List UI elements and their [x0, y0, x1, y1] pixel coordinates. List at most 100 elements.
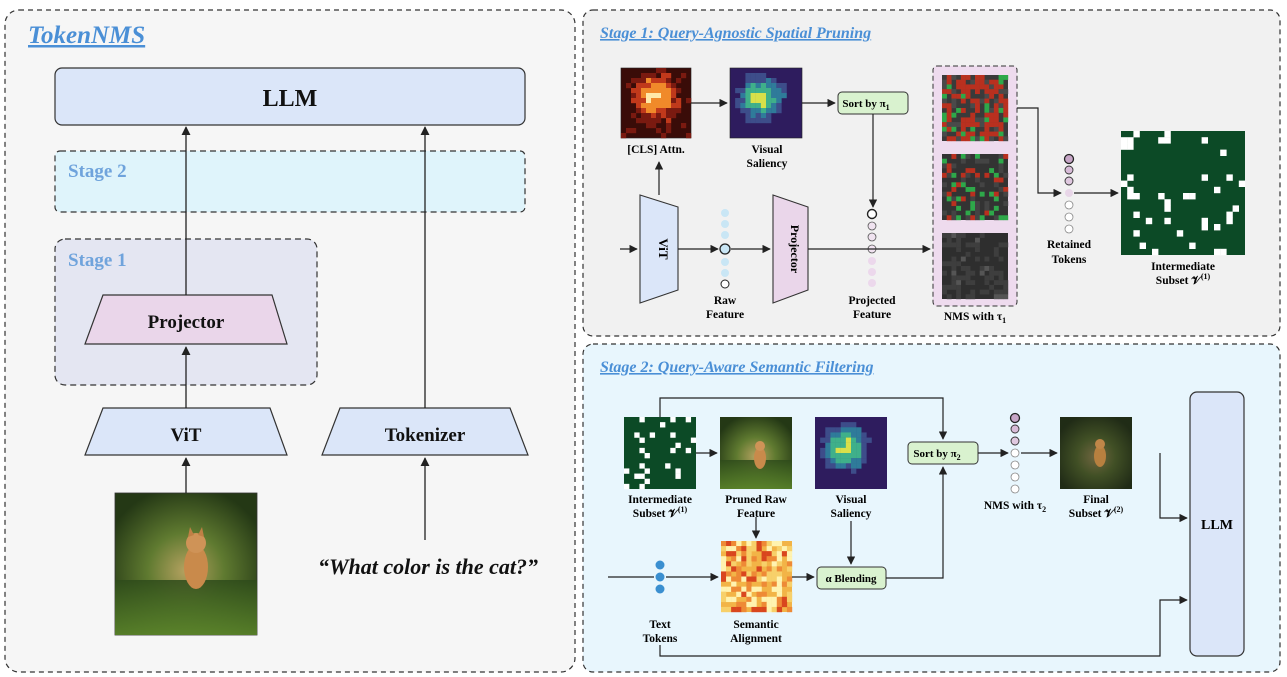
- heatmap-cell: [965, 154, 971, 159]
- heatmap-cell: [998, 79, 1004, 85]
- heatmap-cell: [771, 108, 777, 114]
- heatmap-cell: [946, 284, 952, 290]
- heatmap-cell: [1189, 242, 1196, 249]
- heatmap-cell: [750, 108, 756, 114]
- heatmap-cell: [634, 432, 640, 438]
- heatmap-cell: [956, 275, 962, 281]
- heatmap-cell: [750, 98, 756, 104]
- heatmap-cell: [661, 93, 667, 99]
- heatmap-cell: [989, 117, 995, 123]
- nms1-label: NMS with τ1: [944, 311, 1006, 325]
- heatmap-cell: [975, 158, 980, 164]
- intermediate-label-1b: Subset 𝒱(1): [1156, 272, 1211, 287]
- heatmap-cell: [771, 551, 777, 557]
- heatmap-cell: [998, 108, 1004, 113]
- heatmap-cell: [646, 93, 652, 99]
- saliency-label-2a: Visual: [836, 494, 867, 506]
- heatmap-cell: [970, 122, 976, 128]
- heatmap-cell: [984, 98, 990, 104]
- heatmap-cell: [666, 73, 672, 79]
- heatmap-cell: [861, 458, 867, 464]
- heatmap-cell: [1164, 131, 1171, 138]
- heatmap-cell: [1003, 136, 1009, 142]
- heatmap-cell: [666, 103, 672, 109]
- heatmap-cell: [970, 79, 976, 85]
- heatmap-cell: [830, 463, 836, 469]
- heatmap-cell: [771, 606, 777, 613]
- heatmap-cell: [984, 205, 990, 211]
- heatmap-cell: [721, 606, 727, 613]
- projected-label-a: Projected: [848, 295, 896, 307]
- heatmap-cell: [755, 113, 762, 119]
- heatmap-cell: [856, 458, 862, 464]
- heatmap-cell: [965, 131, 971, 137]
- nms-map-1-cells: [942, 75, 1009, 142]
- heatmap-cell: [956, 196, 962, 202]
- heatmap-cell: [993, 251, 999, 257]
- heatmap-cell: [786, 606, 793, 613]
- heatmap-cell: [856, 427, 862, 433]
- heatmap-cell: [746, 586, 752, 592]
- nms2-token-dots: [1009, 412, 1021, 494]
- heatmap-cell: [766, 576, 772, 582]
- heatmap-cell: [776, 596, 783, 603]
- projected-feature-dots: [866, 208, 878, 287]
- heatmap-cell: [960, 79, 966, 85]
- heatmap-cell: [746, 541, 752, 547]
- heatmap-cell: [656, 78, 662, 84]
- heatmap-cell: [1201, 174, 1208, 181]
- stage2-arrows: [608, 397, 1188, 657]
- stage2-panel-frame: [582, 343, 1281, 673]
- heatmap-cell: [776, 606, 783, 613]
- heatmap-cell: [951, 256, 957, 262]
- heatmap-cell: [825, 432, 831, 438]
- heatmap-cell: [835, 437, 841, 443]
- heatmap-cell: [776, 561, 783, 567]
- heatmap-cell: [989, 93, 995, 99]
- heatmap-cell: [979, 289, 985, 295]
- heatmap-cell: [1003, 98, 1009, 104]
- heatmap-cell: [984, 79, 990, 85]
- heatmap-cell: [666, 128, 672, 134]
- nms-map-2-cells: [942, 154, 1009, 221]
- heatmap-cell: [726, 551, 732, 557]
- sort-pi2-label: Sort by π2: [913, 448, 960, 462]
- heatmap-cell: [745, 83, 751, 89]
- heatmap-cell: [979, 266, 985, 271]
- heatmap-cell: [656, 118, 662, 124]
- heatmap-cell: [960, 136, 966, 142]
- heatmap-cell: [745, 108, 751, 114]
- heatmap-cell: [998, 136, 1004, 142]
- heatmap-cell: [735, 98, 741, 104]
- heatmap-cell: [1164, 205, 1171, 212]
- heatmap-cell: [825, 442, 831, 449]
- heatmap-cell: [761, 541, 767, 547]
- nms-map-3-cells: [942, 233, 1009, 300]
- heatmap-cell: [766, 108, 772, 114]
- heatmap-cell: [786, 551, 793, 557]
- heatmap-cell: [771, 103, 777, 109]
- heatmap-cell: [776, 581, 783, 587]
- heatmap-cell: [975, 122, 980, 128]
- heatmap-cell: [960, 172, 966, 178]
- heatmap-cell: [965, 275, 971, 281]
- heatmap-cell: [993, 122, 999, 128]
- heatmap-cell: [751, 586, 757, 592]
- heatmap-cell: [970, 131, 976, 137]
- heatmap-cell: [750, 93, 756, 99]
- heatmap-cell: [641, 78, 647, 84]
- heatmap-cell: [736, 541, 742, 547]
- heatmap-cell: [942, 93, 947, 99]
- heatmap-cell: [639, 463, 645, 469]
- sort-pi1-label: Sort by π1: [842, 98, 889, 112]
- heatmap-cell: [960, 108, 966, 113]
- heatmap-cell: [984, 289, 990, 295]
- heatmap-cell: [666, 88, 672, 94]
- heatmap-cell: [975, 103, 980, 109]
- heatmap-cell: [825, 463, 831, 469]
- heatmap-cell: [965, 266, 971, 271]
- heatmap-cell: [835, 463, 841, 469]
- heatmap-cell: [781, 596, 788, 603]
- heatmap-cell: [636, 83, 642, 89]
- heatmap-cell: [685, 417, 692, 423]
